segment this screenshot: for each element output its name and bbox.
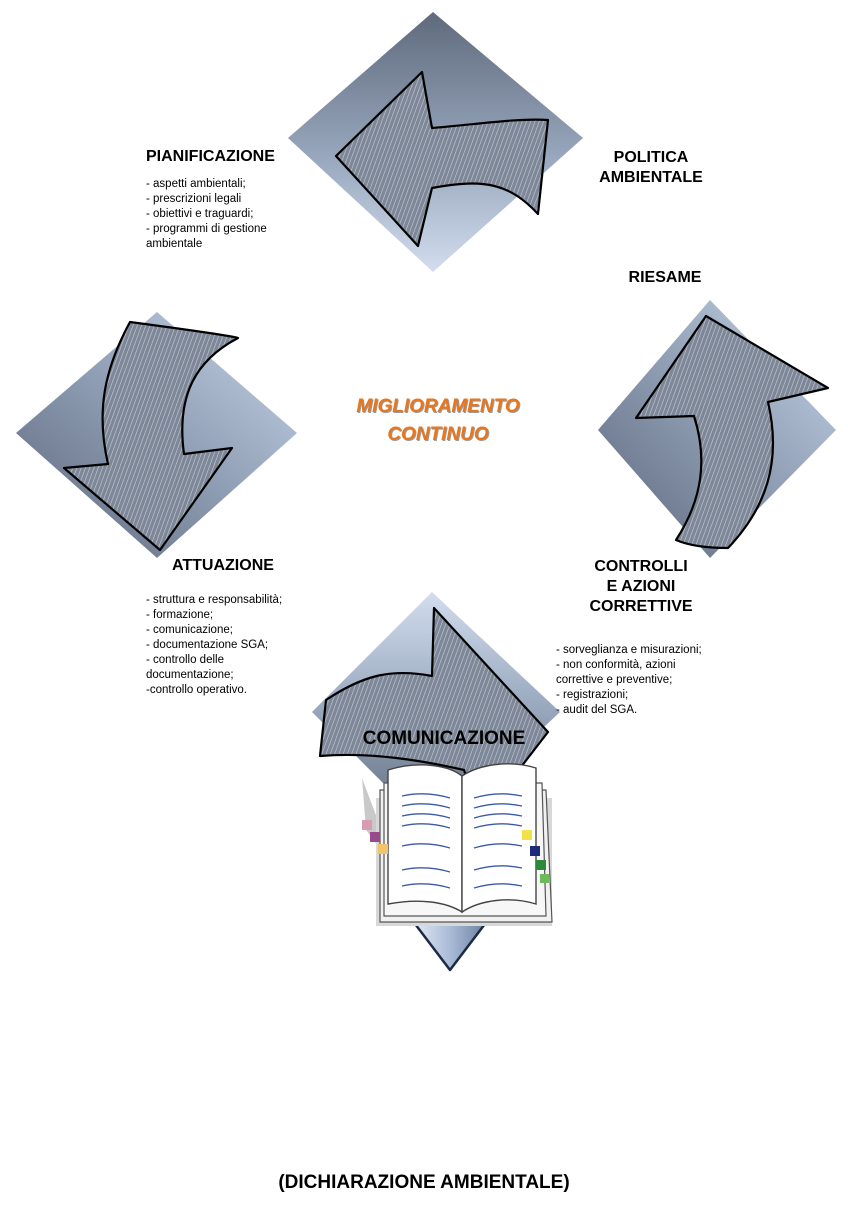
center-line1: MIGLIORAMENTO xyxy=(356,396,520,417)
list-item: - audit del SGA. xyxy=(556,704,638,716)
controlli-list: - sorveglianza e misurazioni; - non conf… xyxy=(556,643,702,718)
list-item: correttive e preventive; xyxy=(556,674,673,686)
list-item: - comunicazione; xyxy=(146,624,233,636)
list-item: -controllo operativo. xyxy=(146,684,247,696)
curved-arrow-left xyxy=(62,320,240,552)
list-item: - sorveglianza e misurazioni; xyxy=(556,644,702,656)
politica-line1: POLITICA xyxy=(613,149,689,166)
diamond-left xyxy=(16,312,297,558)
attuazione-title: ATTUAZIONE xyxy=(172,557,274,574)
diamond-top xyxy=(288,12,583,272)
center-line2: CONTINUO xyxy=(387,424,489,445)
list-item: - prescrizioni legali xyxy=(146,193,242,205)
list-item: - non conformità, azioni xyxy=(556,659,676,671)
list-item: - documentazione SGA; xyxy=(146,639,269,651)
list-item: - registrazioni; xyxy=(556,689,629,701)
list-item: - obiettivi e traguardi; xyxy=(146,208,254,220)
dichiarazione-title: (DICHIARAZIONE AMBIENTALE) xyxy=(278,1172,570,1193)
curved-arrow-right xyxy=(634,314,830,550)
list-item: - aspetti ambientali; xyxy=(146,178,246,190)
list-item: - formazione; xyxy=(146,609,214,621)
controlli-title: CONTROLLI E AZIONI CORRETTIVE xyxy=(570,557,712,617)
list-item: - struttura e responsabilità; xyxy=(146,594,283,606)
miglioramento-continuo-label: MIGLIORAMENTO CONTINUO xyxy=(318,393,558,449)
list-item: - programmi di gestione xyxy=(146,223,267,235)
riesame-title: RIESAME xyxy=(628,269,702,286)
politica-line2: AMBIENTALE xyxy=(599,169,703,186)
controlli-line1: CONTROLLI xyxy=(594,558,688,575)
comunicazione-title: COMUNICAZIONE xyxy=(362,728,526,749)
pianificazione-title: PIANIFICAZIONE xyxy=(146,148,275,165)
diamond-right xyxy=(598,300,836,558)
list-item: ambientale xyxy=(146,238,203,250)
curved-arrow-top xyxy=(334,70,550,248)
controlli-line3: CORRETTIVE xyxy=(589,598,693,615)
book-icon xyxy=(362,763,553,926)
pianificazione-list: - aspetti ambientali; - prescrizioni leg… xyxy=(146,177,267,252)
list-item: documentazione; xyxy=(146,669,234,681)
politica-ambientale-title: POLITICA AMBIENTALE xyxy=(586,148,716,188)
attuazione-list: - struttura e responsabilità; - formazio… xyxy=(146,593,282,698)
controlli-line2: E AZIONI xyxy=(606,578,676,595)
list-item: - controllo delle xyxy=(146,654,224,666)
